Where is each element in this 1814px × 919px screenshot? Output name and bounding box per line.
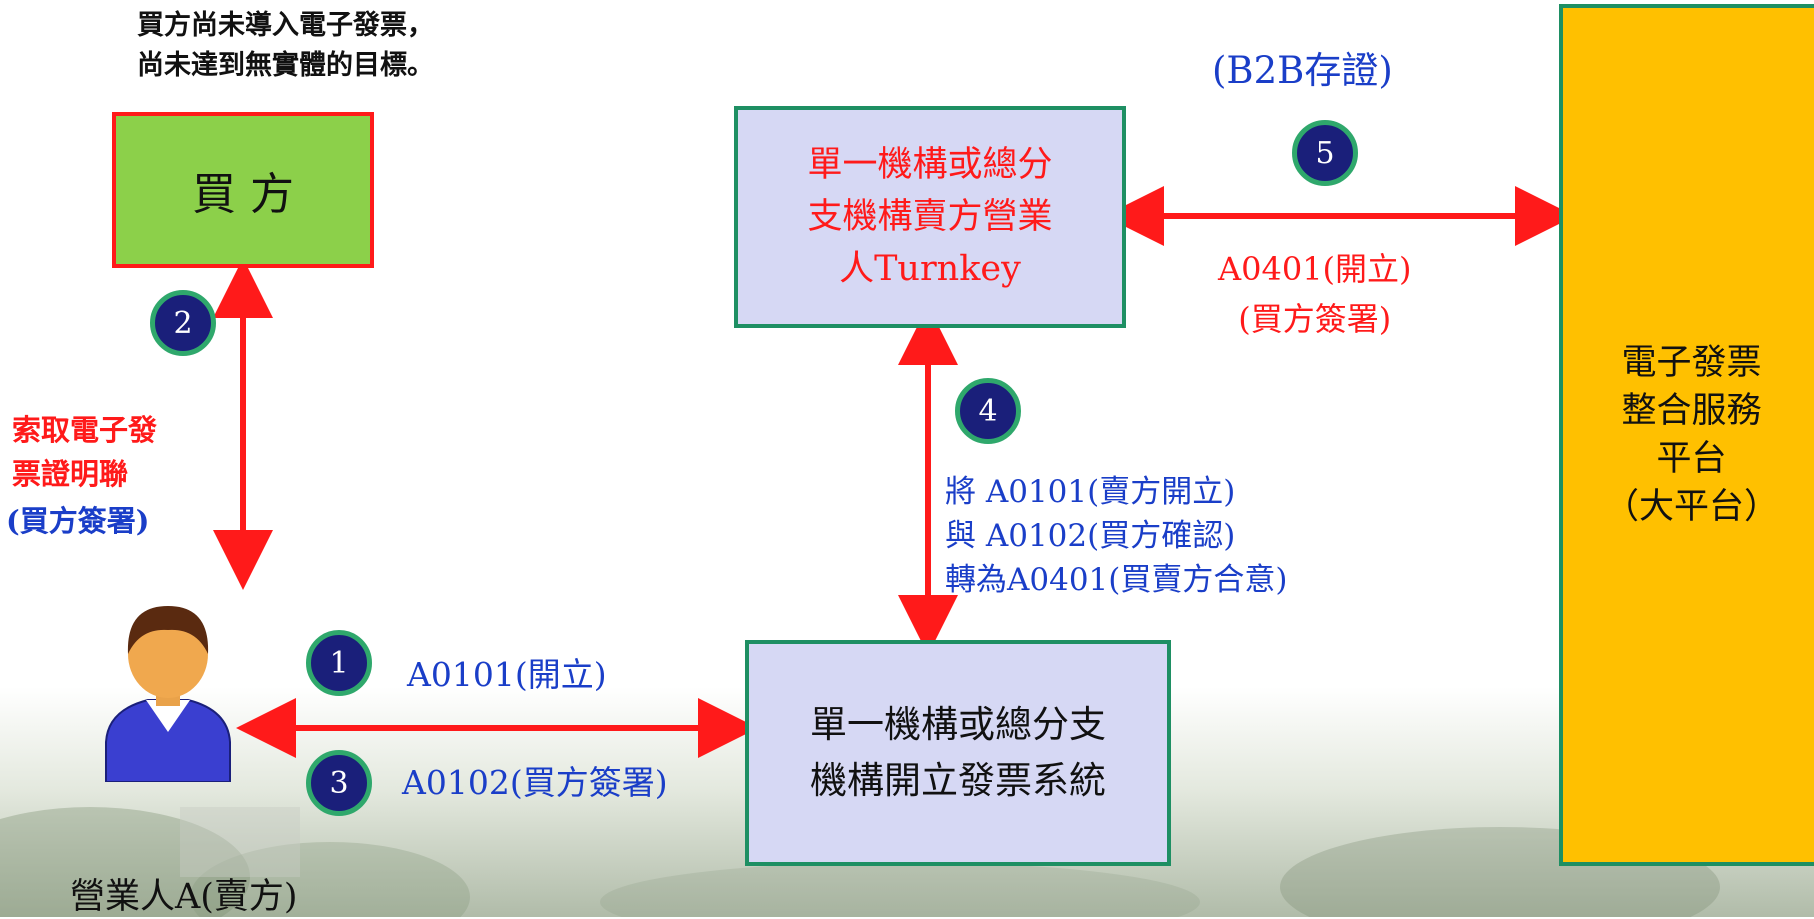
conversion-label: 將 A0101(賣方開立) 與 A0102(買方確認) 轉為A0401(買賣方合… bbox=[945, 474, 1288, 598]
request-buyer-sign-label: (買方簽署) bbox=[6, 504, 150, 538]
background-trees bbox=[0, 807, 1720, 917]
step-badge-3: 3 bbox=[306, 750, 372, 816]
buyer-box-label: 買 方 bbox=[192, 169, 294, 220]
a0401-label: A0401(開立) (買方簽署) bbox=[1218, 250, 1412, 338]
step-badge-2: 2 bbox=[150, 290, 216, 356]
turnkey-box-label: 單一機構或總分 支機構賣方營業 人Turnkey bbox=[807, 145, 1053, 289]
buyer-status-note: 買方尚未導入電子發票， 尚未達到無實體的目標。 bbox=[137, 10, 434, 81]
step-badge-1: 1 bbox=[306, 630, 372, 696]
invoice-system-box-label: 單一機構或總分支 機構開立發票系統 bbox=[810, 703, 1106, 802]
platform-box: 電子發票 整合服務 平台 （大平台） bbox=[1559, 4, 1814, 866]
turnkey-box: 單一機構或總分 支機構賣方營業 人Turnkey bbox=[734, 106, 1126, 328]
platform-box-label: 電子發票 整合服務 平台 （大平台） bbox=[1603, 343, 1779, 527]
request-proof-label: 索取電子發 票證明聯 bbox=[12, 413, 158, 491]
step-badge-5: 5 bbox=[1292, 120, 1358, 186]
seller-label: 營業人A(賣方) bbox=[70, 877, 298, 917]
seller-person-icon bbox=[105, 606, 231, 782]
buyer-box: 買 方 bbox=[112, 112, 374, 268]
invoice-system-box: 單一機構或總分支 機構開立發票系統 bbox=[745, 640, 1171, 866]
step-badge-4: 4 bbox=[955, 378, 1021, 444]
a0101-label: A0101(開立) bbox=[407, 655, 607, 694]
a0102-label: A0102(買方簽署) bbox=[402, 763, 668, 802]
b2b-archive-label: (B2B存證) bbox=[1212, 49, 1393, 92]
